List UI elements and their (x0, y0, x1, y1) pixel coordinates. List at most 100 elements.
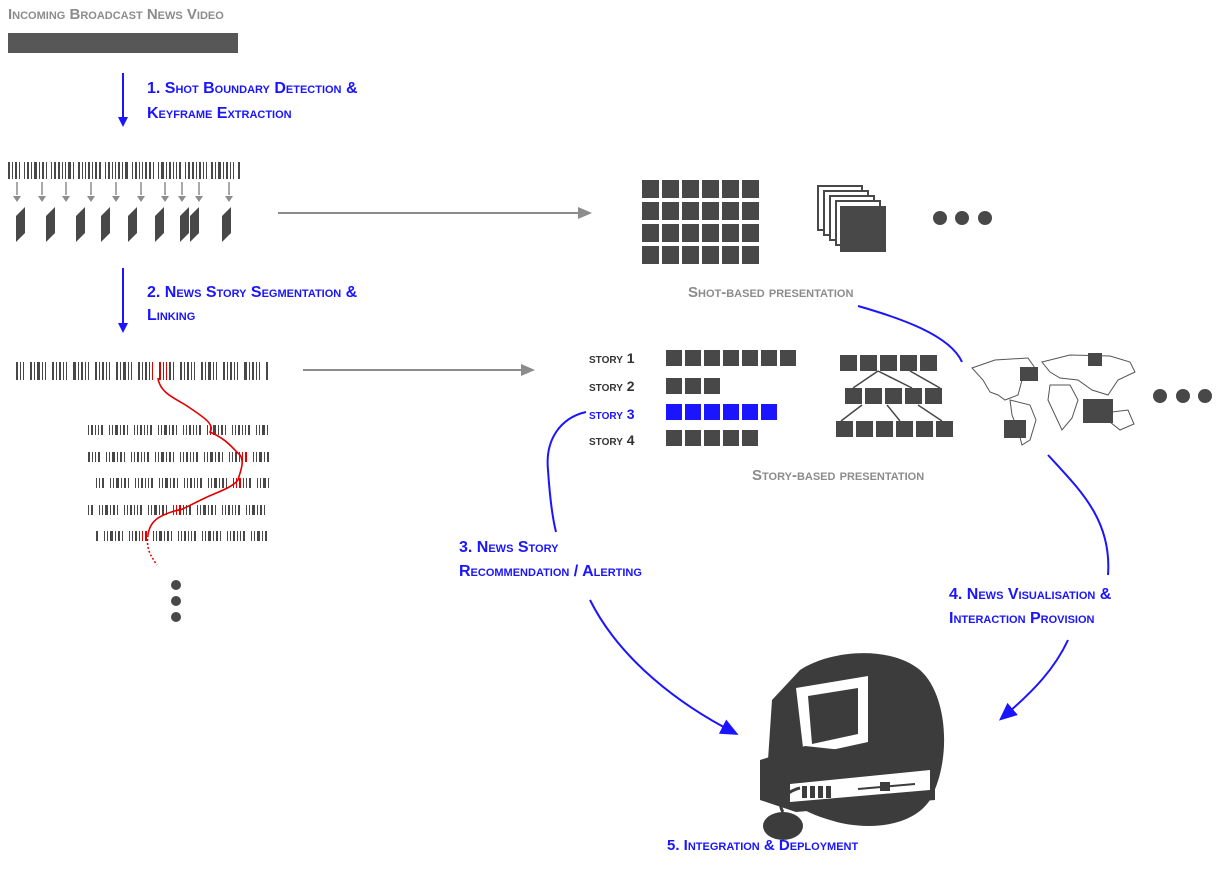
grid-cell (682, 246, 699, 264)
barcode-stripe (256, 362, 257, 380)
barcode-stripe (208, 478, 209, 488)
grid-cell (662, 180, 679, 198)
barcode-stripe (123, 362, 126, 380)
barcode-stripe (215, 452, 216, 462)
tree-block (885, 388, 902, 404)
barcode-stripe (149, 162, 151, 179)
barcode-stripe (51, 162, 52, 179)
grid-cell (662, 224, 679, 242)
barcode-stripe (121, 478, 122, 488)
barcode-stripe (118, 531, 120, 541)
grid-cell (742, 224, 759, 242)
barcode-stripe (227, 531, 228, 541)
highlight-stripe (149, 362, 150, 380)
barcode-stripe (178, 531, 179, 541)
barcode-stripe (268, 478, 269, 488)
step2-label-line1: 2. News Story Segmentation & (147, 284, 358, 301)
arrow-head (62, 196, 70, 202)
barcode-stripe (88, 425, 89, 435)
barcode-stripe (234, 362, 235, 380)
step1-label-line2: Keyframe Extraction (147, 105, 292, 122)
barcode-stripe (183, 425, 184, 435)
barcode-stripe (142, 362, 143, 380)
tree-block (876, 421, 893, 437)
grid-cell (642, 202, 659, 220)
keyframe-icon (101, 207, 110, 242)
barcode-stripe (251, 531, 252, 541)
story-block (742, 350, 758, 366)
highlight-stripe (142, 531, 143, 541)
barcode-stripe (177, 478, 178, 488)
keyframe-icon (222, 207, 231, 242)
barcode-stripe (106, 362, 107, 380)
barcode-stripe (117, 452, 118, 462)
barcode-stripe (118, 162, 120, 179)
barcode-stripe (120, 362, 121, 380)
barcode-stripe (246, 478, 247, 488)
story-block (704, 404, 720, 420)
barcode-stripe (132, 162, 133, 179)
story-block (761, 350, 777, 366)
barcode-stripe (56, 362, 57, 380)
tree-icon (836, 355, 953, 437)
barcode-stripe (199, 425, 201, 435)
barcode-stripe (145, 162, 147, 179)
barcode-stripe (102, 478, 104, 488)
barcode-stripe (211, 505, 213, 515)
grid-cell (642, 180, 659, 198)
story-block (704, 430, 720, 446)
barcode-stripe (227, 362, 228, 380)
barcode-stripe (202, 531, 203, 541)
barcode-stripe (110, 505, 111, 515)
barcode-stripe (113, 478, 114, 488)
story-block (666, 404, 682, 420)
barcode-stripe (237, 531, 238, 541)
barcode-stripe (46, 162, 47, 179)
shot-barcode (8, 162, 240, 179)
barcode-stripe (187, 362, 189, 380)
story-block (723, 350, 739, 366)
barcode-stripe (39, 162, 40, 179)
barcode-stripe (235, 505, 236, 515)
barcode-stripe (16, 362, 18, 380)
story-rows (666, 350, 796, 446)
barcode-stripe (266, 362, 268, 380)
tree-block (925, 388, 942, 404)
highlight-stripe (236, 478, 237, 488)
world-map-icon (971, 353, 1136, 446)
barcode-stripe (145, 362, 147, 380)
barcode-stripe (189, 505, 191, 515)
story-block (723, 430, 739, 446)
tree-block (936, 421, 953, 437)
barcode-stripe (230, 531, 231, 541)
barcode-stripe (259, 362, 260, 380)
barcode-stripe (225, 505, 226, 515)
grid-icon (642, 180, 759, 264)
story-block (666, 430, 682, 446)
grid-cell (722, 246, 739, 264)
story-block (742, 404, 758, 420)
tree-block (920, 355, 937, 371)
story-2-label: story 2 (589, 378, 635, 394)
barcode-stripe (166, 505, 167, 515)
barcode-stripe (99, 362, 100, 380)
barcode-stripe (105, 162, 106, 179)
keyframe-icon (46, 207, 55, 242)
highlight-stripe (239, 452, 240, 462)
barcode-stripe (27, 162, 29, 179)
barcode-stripe (232, 505, 233, 515)
grid-cell (682, 224, 699, 242)
barcode-stripe (194, 478, 195, 488)
barcode-stripe (221, 425, 223, 435)
barcode-stripe (109, 425, 110, 435)
tree-block (880, 355, 897, 371)
story-1-label: story 1 (589, 350, 635, 366)
barcode-stripe (122, 162, 123, 179)
barcode-stripe (144, 425, 145, 435)
barcode-stripe (256, 452, 257, 462)
barcode-stripe (173, 478, 175, 488)
barcode-stripe (128, 362, 129, 380)
keyframe-icon (180, 207, 189, 242)
barcode-stripe (188, 531, 189, 541)
barcode-stripe (194, 362, 195, 380)
